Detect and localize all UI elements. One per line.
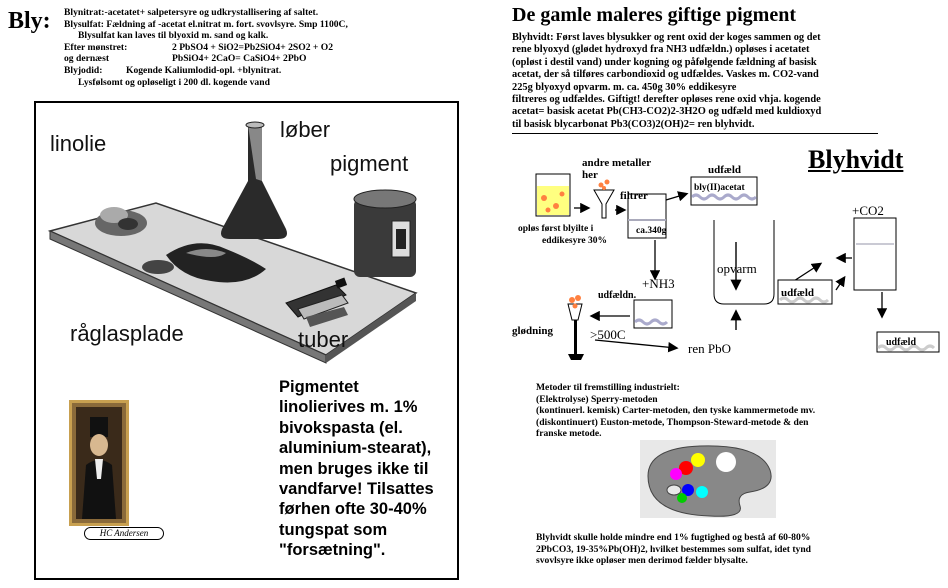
caption-line: aluminium-stearat), xyxy=(279,439,432,458)
palette-blob-blue xyxy=(682,484,694,496)
palette-blob-yellow xyxy=(691,453,705,467)
caption-line: førhen ofte 30-40% xyxy=(279,500,427,519)
label-glodning: glødning xyxy=(512,325,553,337)
footer-line: 2PbCO3, 19-35%Pb(OH)2, hvilket bestemmes… xyxy=(536,543,812,555)
note-line: Blysulfat: Fældning af -acetat el.nitrat… xyxy=(64,18,348,30)
methods-text: Metoder til fremstilling industrielt: (E… xyxy=(536,382,936,440)
pigment-caption: Pigmentet linolierives m. 1% bivokspasta… xyxy=(279,377,434,561)
label-linolie: linolie xyxy=(50,131,107,156)
palette-blob-magenta xyxy=(670,468,682,480)
label-udfaeld-mid: udfæld xyxy=(781,287,815,299)
divider-line xyxy=(512,133,878,134)
label-udfaeld-top: udfæld xyxy=(708,164,742,176)
label-raglasplade: råglasplade xyxy=(70,321,184,346)
intro-line: filtreres og udfældes. Giftigt! derefter… xyxy=(512,94,821,106)
note-line: Blyjodid: xyxy=(64,64,103,76)
label-ren-pbo: ren PbO xyxy=(688,341,731,356)
note-line: 2 PbSO4 + SiO2=Pb2SiO4+ 2SO2 + O2 xyxy=(172,41,334,53)
methods-line: (kontinuerl. kemisk) Carter-metoden, den… xyxy=(536,405,816,417)
note-line: Efter mønstret: xyxy=(64,41,128,53)
intro-line: acetat, der så tilføres carbondioxid og … xyxy=(512,69,819,81)
intro-line: Blyhvidt: Først laves blysukker og rent … xyxy=(512,32,821,43)
intro-line: rene blyoxyd (glødet hydroxyd fra NH3 ud… xyxy=(512,44,810,56)
label-filtrer: filtrer xyxy=(620,190,648,202)
caption-line: vandfarve! Tilsattes xyxy=(279,480,434,499)
label-lober: løber xyxy=(280,117,331,142)
paint-palette-image xyxy=(640,440,776,518)
methods-line: Metoder til fremstilling industrielt: xyxy=(536,382,680,393)
caption-line: Pigmentet xyxy=(279,378,359,396)
label-her: her xyxy=(582,169,598,181)
note-line: PbSiO4+ 2CaO= CaSiO4+ 2PbO xyxy=(172,53,307,65)
right-title: De gamle maleres giftige pigment xyxy=(512,4,796,26)
label-udfaeld-right: udfæld xyxy=(886,337,917,348)
footer-text: Blyhvidt skulle holde mindre end 1% fugt… xyxy=(536,532,936,567)
label-tuber: tuber xyxy=(298,327,349,352)
note-line: og dernæst xyxy=(64,53,110,65)
note-line: Kogende Kaliumlodid-opl. +blynitrat. xyxy=(126,64,282,76)
page-title-bly: Bly: xyxy=(8,8,51,34)
footer-line: svovlsyre ikke opløser men derimod fælde… xyxy=(536,555,748,567)
label-ca340: ca.340g xyxy=(636,226,667,236)
note-line: Lysfølsomt og opløseligt i 200 dl. kogen… xyxy=(78,76,270,88)
intro-text: Blyhvidt: Først laves blysukker og rent … xyxy=(512,32,932,131)
label-nh3: +NH3 xyxy=(642,276,675,291)
label-opvarm: opvarm xyxy=(717,261,757,276)
palette-blob-green xyxy=(677,493,687,503)
portrait-frame xyxy=(69,400,129,526)
palette-blob-white xyxy=(716,452,736,472)
palette-blob-red xyxy=(679,461,693,475)
label-andre-metaller: andre metaller xyxy=(582,157,652,169)
label-500c: >500C xyxy=(590,327,626,342)
note-line: Blysulfat kan laves til blyoxid m. sand … xyxy=(78,30,269,42)
note-line: Blynitrat:-acetatet+ salpetersyre og udk… xyxy=(64,7,319,18)
blyhvidt-flow-diagram xyxy=(535,173,940,360)
methods-line: (Elektrolyse) Sperry-metoden xyxy=(536,393,658,405)
label-opl-1: opløs først blyilte i xyxy=(518,224,594,234)
label-opl-2: eddikesyre 30% xyxy=(542,236,608,246)
label-bly-acetat: bly(II)acetat xyxy=(694,183,745,193)
lead-notes: Blynitrat:-acetatet+ salpetersyre og udk… xyxy=(64,7,444,88)
intro-line: 225g blyoxyd opvarm. m. ca. 450g 30% edd… xyxy=(512,81,737,93)
label-udfaeldn: udfældn. xyxy=(598,290,637,301)
methods-line: franske metode. xyxy=(536,428,602,440)
portrait-caption: HC Andersen xyxy=(84,527,164,540)
note-row: og dernæst PbSiO4+ 2CaO= CaSiO4+ 2PbO xyxy=(64,53,444,65)
caption-line: linolierives m. 1% xyxy=(279,398,418,417)
methods-line: (diskontinuert) Euston-metode, Thompson-… xyxy=(536,416,809,428)
palette-blob-cyan xyxy=(696,486,708,498)
caption-line: bivokspasta (el. xyxy=(279,418,403,437)
intro-line: til basisk blycarbonat Pb3(CO3)2(OH)2= r… xyxy=(512,118,755,130)
caption-line: tungspat som xyxy=(279,520,388,539)
grinding-illustration xyxy=(47,121,418,364)
note-row: Blyjodid: Kogende Kaliumlodid-opl. +blyn… xyxy=(64,65,444,77)
intro-line: acetat= basisk acetat Pb(CH3-CO2)2-3H2O … xyxy=(512,106,822,118)
blyhvidt-title: Blyhvidt xyxy=(808,145,904,174)
caption-line: men bruges ikke til xyxy=(279,459,429,478)
caption-line: "forsætning". xyxy=(279,541,386,560)
label-co2: +CO2 xyxy=(852,203,884,218)
note-row: Efter mønstret: 2 PbSO4 + SiO2=Pb2SiO4+ … xyxy=(64,42,444,54)
footer-line: Blyhvidt skulle holde mindre end 1% fugt… xyxy=(536,532,811,543)
intro-line: (opløst i destil vand) under kogning og … xyxy=(512,56,817,68)
label-pigment: pigment xyxy=(330,151,409,176)
portrait-image xyxy=(76,407,122,519)
illustration-frame: linolie løber pigment råglasplade tuber … xyxy=(34,101,459,580)
